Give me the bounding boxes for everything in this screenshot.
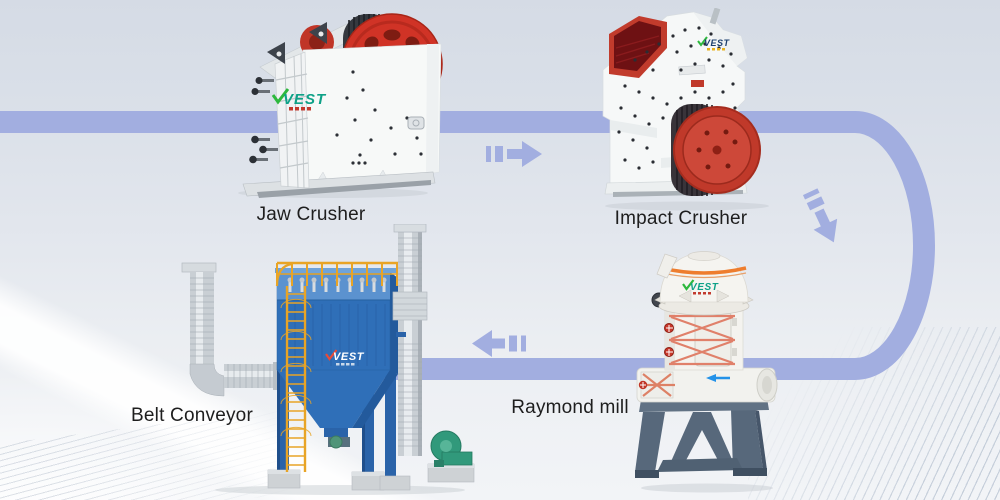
mill-dome (651, 251, 754, 316)
collector-cabinet (267, 268, 411, 491)
jaw-ribbed-panel (274, 51, 310, 189)
jaw-lug (267, 42, 285, 64)
jaw-crusher-illustration: VEST (238, 13, 443, 198)
collector-brand-logo: VEST (325, 349, 365, 366)
collector-stack-pipe (392, 224, 428, 456)
label-jaw-crusher: Jaw Crusher (256, 204, 366, 225)
collector-left-pipe (181, 262, 279, 397)
label-belt-conveyor: Belt Conveyor (131, 405, 253, 426)
label-raymond-mill: Raymond mill (511, 397, 629, 418)
arrow-right-icon (486, 141, 542, 167)
impact-brand-logo: VEST (697, 36, 731, 51)
jaw-latch (407, 116, 425, 130)
jaw-tension-bolts (249, 77, 278, 164)
label-impact-crusher: Impact Crusher (614, 208, 748, 229)
mill-base-unit (636, 367, 778, 403)
mill-brand-logo: VEST (682, 279, 719, 295)
collector-pulse-valves (287, 277, 387, 292)
arrow-down-icon (798, 186, 845, 248)
jaw-brand-logo: VEST (271, 88, 327, 111)
mill-shadow (641, 483, 773, 493)
impact-shadow (605, 201, 769, 211)
svg-text:VEST: VEST (690, 282, 719, 293)
impact-hopper (609, 16, 667, 78)
impact-pipe-stub (709, 8, 721, 25)
mill-feed-chute (656, 253, 678, 279)
mill-body (664, 307, 744, 371)
svg-text:VEST: VEST (333, 351, 365, 363)
collector-shadow (215, 485, 465, 495)
impact-crusher-illustration: VEST (602, 8, 769, 211)
collector-fan (427, 430, 475, 483)
raymond-mill-illustration: VEST (635, 251, 778, 493)
svg-text:VEST: VEST (704, 38, 731, 48)
collector-ladder (275, 261, 398, 472)
arrow-left-icon (472, 330, 528, 357)
svg-text:VEST: VEST (283, 91, 327, 108)
jaw-lug (309, 22, 327, 44)
jaw-bolt-dots (335, 70, 423, 165)
impact-red-plate (691, 80, 704, 87)
impact-wheel (673, 106, 761, 194)
belt-conveyor-illustration: VEST (181, 224, 475, 495)
